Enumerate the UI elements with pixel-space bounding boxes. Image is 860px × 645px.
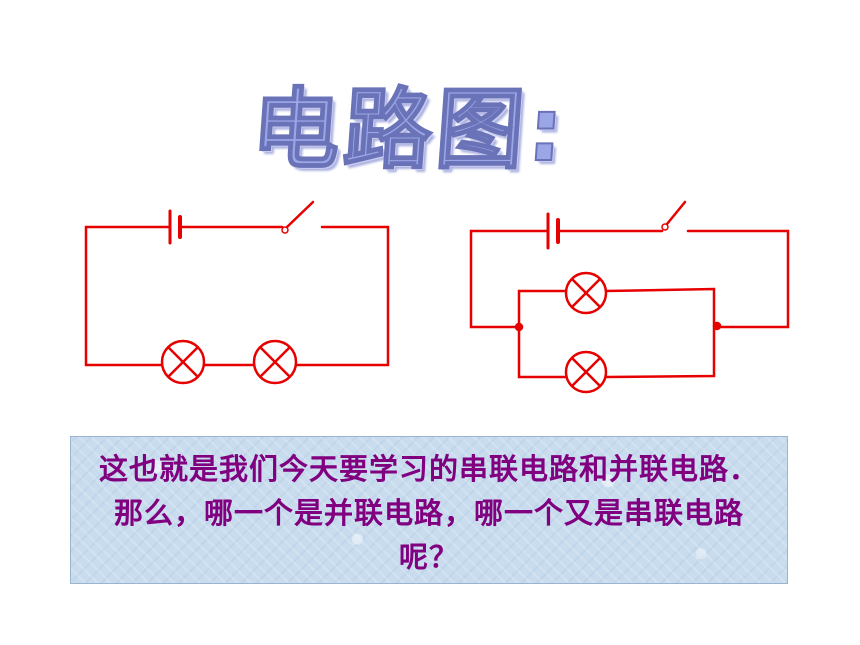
question-textbox: 这也就是我们今天要学习的串联电路和并联电路．那么，哪一个是并联电路，哪一个又是串… — [70, 436, 788, 584]
junction-dot — [712, 321, 722, 331]
battery-icon — [168, 209, 182, 245]
parallel-main-wire-right — [686, 229, 790, 329]
parallel-main-wire-left — [469, 229, 550, 329]
battery-icon — [546, 212, 560, 250]
series-circuit — [84, 200, 390, 385]
lamp-icon — [160, 339, 206, 385]
parallel-circuit — [469, 200, 790, 394]
series-wire-left — [84, 225, 172, 367]
junction-dot — [514, 322, 524, 332]
switch-icon — [661, 200, 687, 231]
parallel-left-rail — [517, 289, 568, 379]
lamp-icon — [564, 271, 608, 315]
parallel-right-rail — [604, 287, 716, 379]
lamp-icon — [252, 339, 298, 385]
lamp-icon — [564, 350, 608, 394]
series-wire-right — [294, 225, 390, 367]
question-text: 这也就是我们今天要学习的串联电路和并联电路．那么，哪一个是并联电路，哪一个又是串… — [98, 452, 759, 574]
switch-icon — [281, 200, 315, 234]
